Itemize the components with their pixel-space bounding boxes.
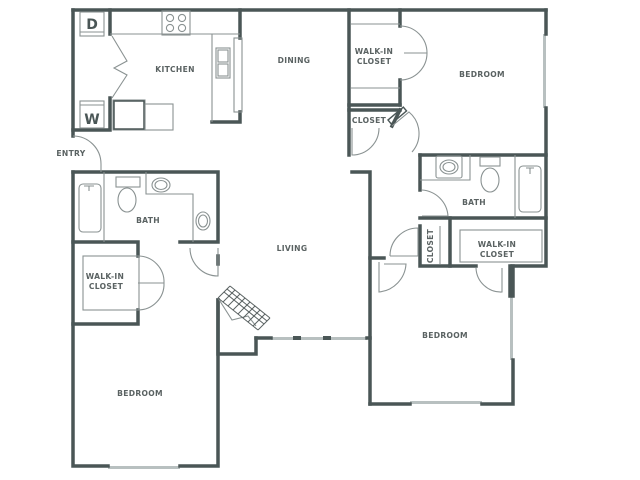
window-bedroom-sw-south [108,466,180,469]
bath-e-toilet-tank [479,156,501,167]
wall-bedroom-se [368,358,515,406]
wall-closet-e [418,216,452,268]
label-bath-w: BATH [136,216,160,225]
walls [71,8,548,468]
wall-living-east [350,170,372,406]
kitchen-bar [233,37,243,113]
wall-kitchen-east [210,8,242,124]
cooktop [161,10,191,36]
walkin-n-double-door [399,25,428,81]
label-bedroom-sw: BEDROOM [117,389,163,398]
window-mullions [293,336,331,340]
dryer-box [79,11,105,37]
bath-w-door [189,247,219,277]
bath-w-sink-1 [151,177,171,193]
label-bedroom-ne: BEDROOM [459,70,505,79]
window-bedroom-ne-east [543,34,546,108]
bedroom-se-door [378,262,407,293]
closet-hall-door [351,127,380,156]
wall-east [510,8,548,268]
wall-laundry [71,8,112,132]
bath-e-toilet-bowl [480,167,500,193]
wall-walkin-e-south [448,264,512,298]
fireplace [217,285,271,331]
label-walkin-e-2: CLOSET [480,250,515,259]
label-walkin-w-1: WALK-IN [86,272,124,281]
dishwasher [144,103,174,131]
bath-w-toilet-bowl [117,187,137,213]
wall-living-west [216,254,258,356]
label-closet-e: CLOSET [426,228,435,263]
label-kitchen: KITCHEN [155,65,194,74]
window-living-south [271,337,367,340]
wall-closet-east-stub [389,107,403,129]
window-bedroom-se-south [410,401,482,404]
thin-lines [72,10,543,331]
label-walkin-e-1: WALK-IN [478,240,516,249]
label-walkin-w-2: CLOSET [89,282,124,291]
walkin-e-door [475,267,503,293]
label-walkin-n-2: CLOSET [357,57,392,66]
label-closet-hall: CLOSET [352,116,387,125]
dryer-icon: D [86,17,98,33]
bath-w-tub [78,183,102,233]
bedroom-ne-door [391,111,420,153]
label-living: LIVING [277,244,308,253]
room-labels: KITCHEN DINING LIVING ENTRY WALK-IN CLOS… [56,47,516,398]
bath-e-sink [435,155,463,179]
label-dining: DINING [278,56,311,65]
bath-e-door [421,189,449,217]
label-bath-e: BATH [462,198,486,207]
walkin-e-shelf [459,229,543,263]
label-walkin-n-1: WALK-IN [355,47,393,56]
kitchen-sink [215,47,231,79]
washer-box [79,100,105,129]
refrigerator [112,99,146,131]
wall-closet-divider [347,103,402,112]
windows [108,34,546,469]
laundry-bifold-door [111,35,128,99]
wall-walkin-w-south [71,308,140,326]
wall-bath-west-south [71,240,140,258]
bath-w-toilet-tank [115,176,141,188]
walkin-w-double-door [137,255,165,311]
label-entry: ENTRY [56,149,85,158]
washer-icon: W [84,112,99,128]
label-bedroom-se: BEDROOM [422,331,468,340]
bath-w-sink-2 [195,211,211,231]
bath-e-tub [518,165,542,213]
entry-door [72,135,102,172]
closet-e-door [389,227,419,257]
window-bedroom-se-east [510,296,513,360]
